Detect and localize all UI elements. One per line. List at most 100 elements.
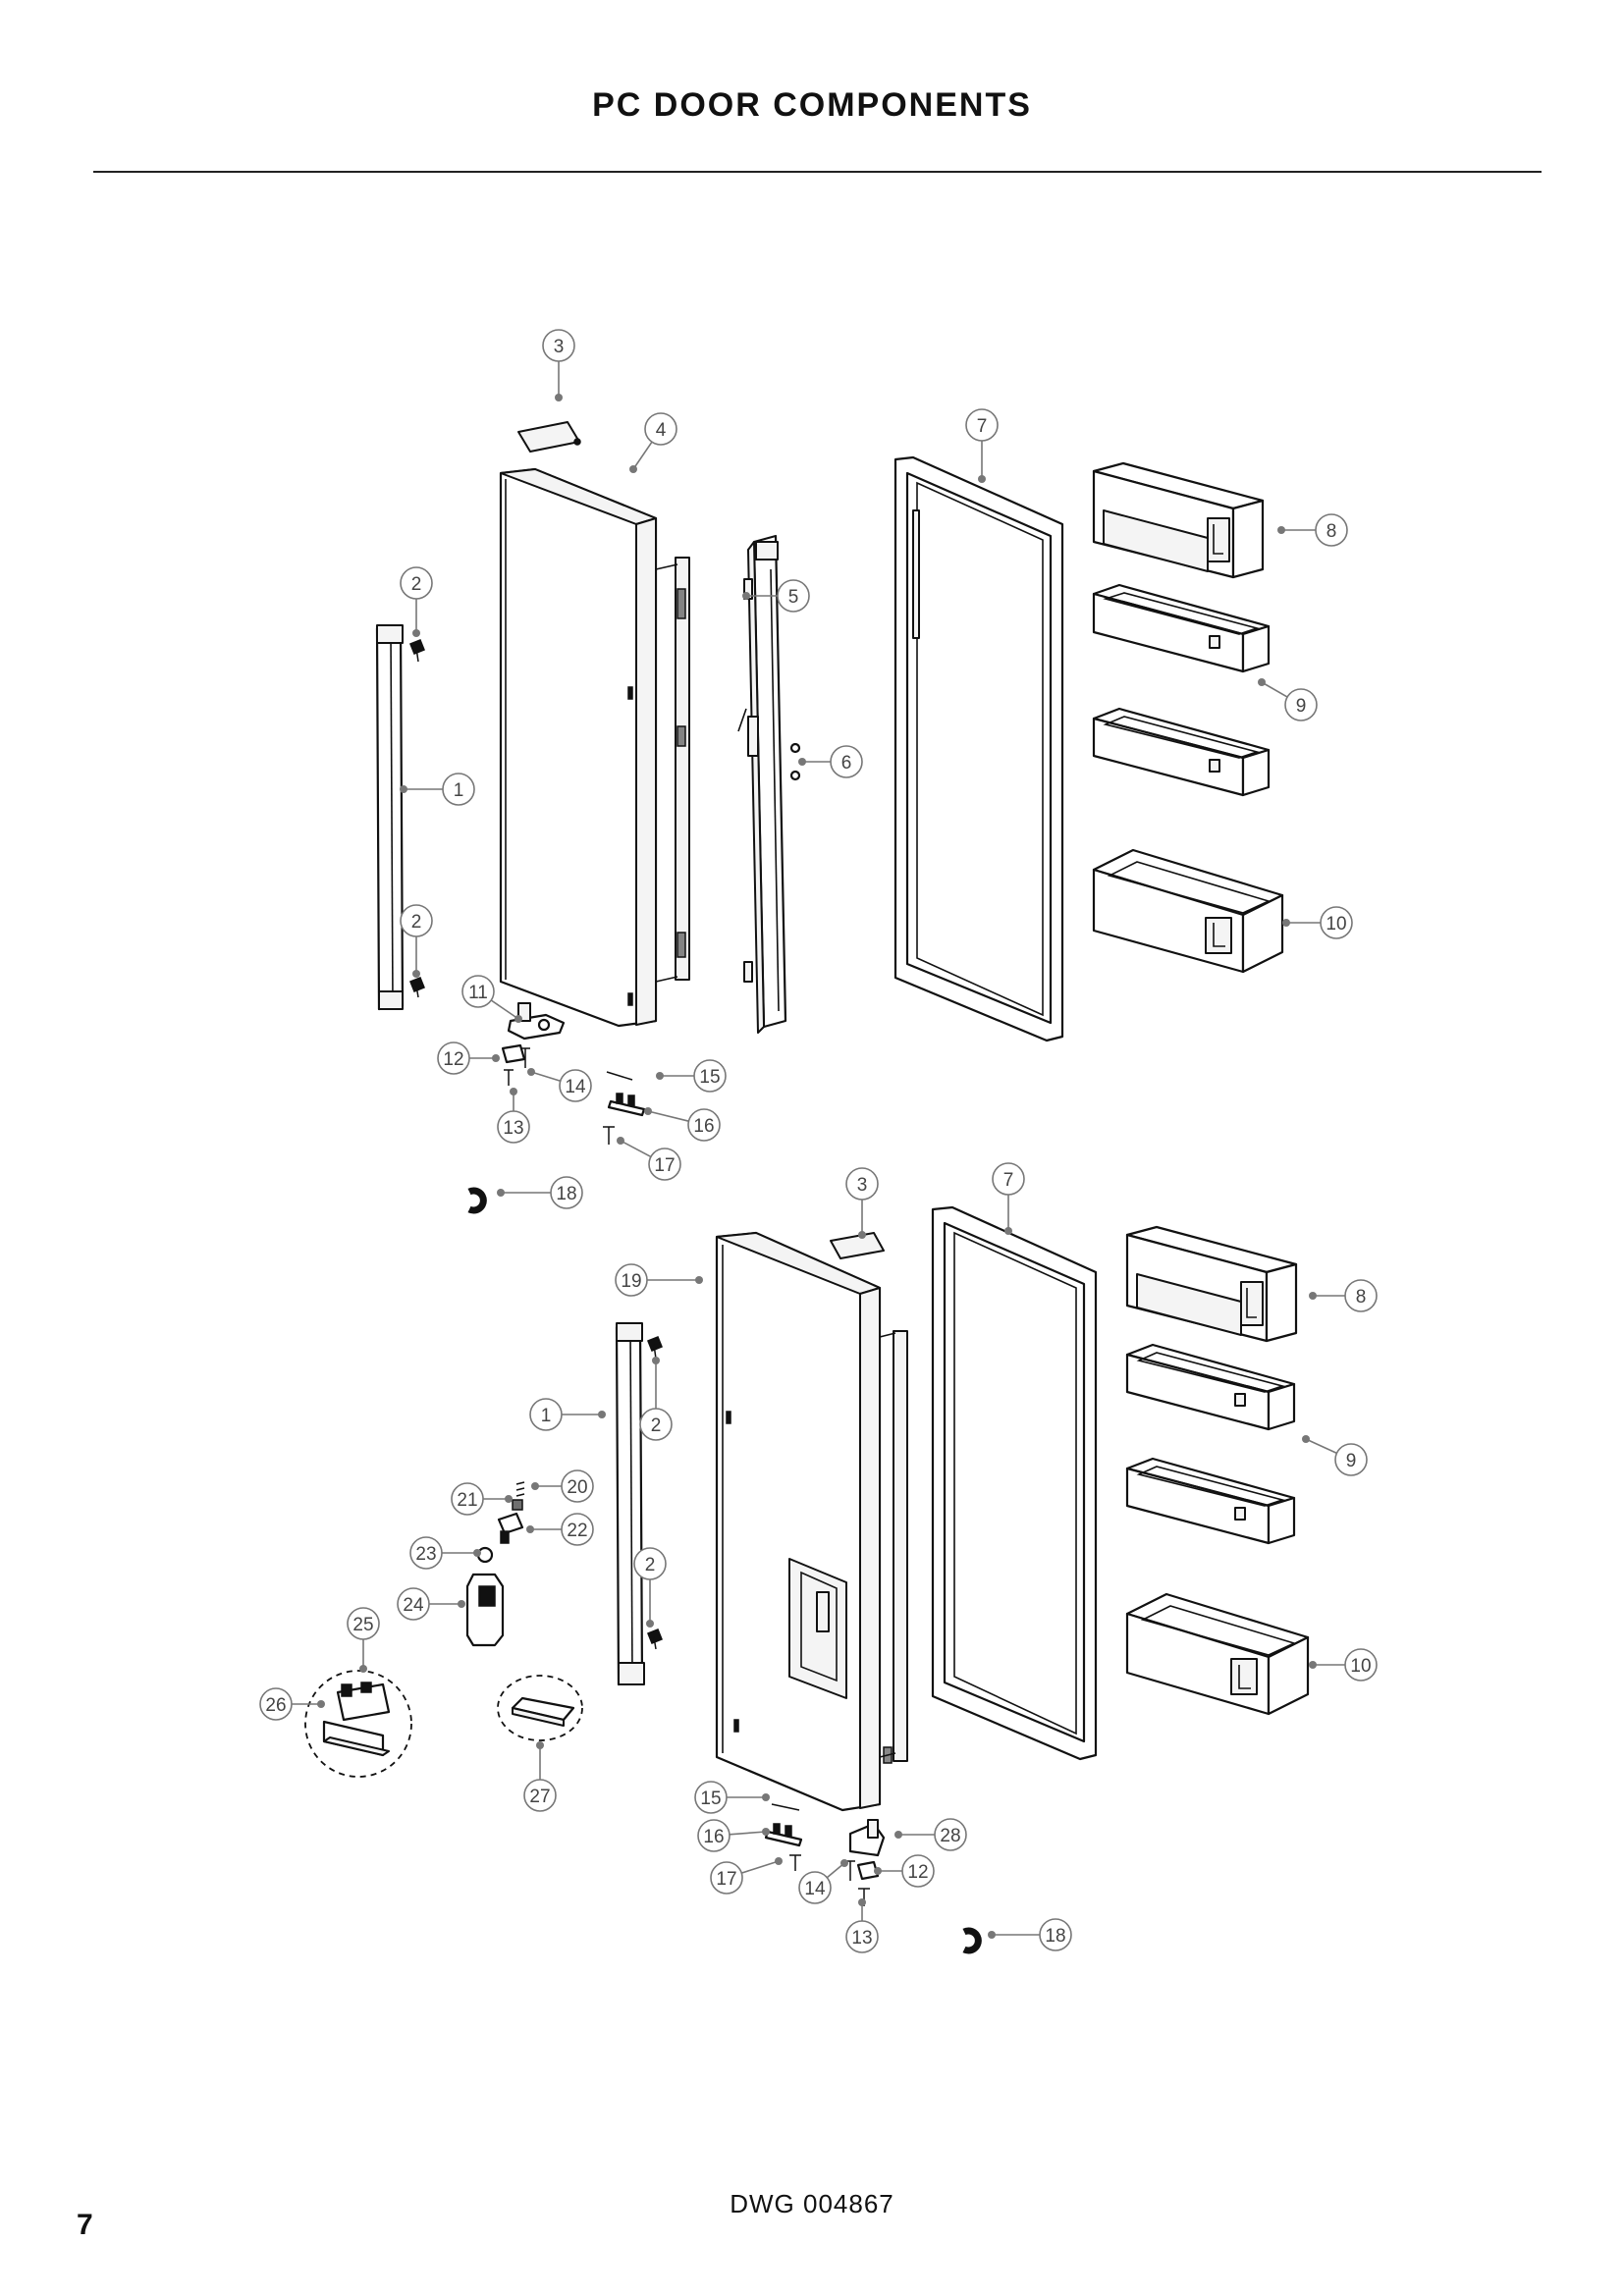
top-door-gasket-drawing: [893, 455, 1064, 1042]
top-trim-screws-drawing: [789, 742, 801, 781]
callout-top-dairy-bin: 8: [1277, 513, 1348, 547]
callout-dispenser-cap: 23: [409, 1536, 481, 1570]
callout-dot: [762, 1793, 770, 1801]
callout-circle: [400, 566, 433, 600]
callout-circle: [561, 1513, 594, 1546]
callout-number: 2: [411, 912, 422, 933]
callout-bottom-closer-screw: 17: [710, 1857, 783, 1895]
callout-number: 8: [1326, 521, 1337, 542]
top-door-side-trim-drawing: [737, 534, 787, 1034]
callout-dot: [492, 1054, 500, 1062]
top-door-cap-drawing: [517, 421, 581, 453]
callout-leader: [632, 441, 653, 470]
callout-number: 25: [352, 1615, 373, 1635]
bottom-hinge-hardware-drawing: [764, 1803, 886, 1906]
callout-circle: [693, 1059, 727, 1093]
callout-circle: [992, 1162, 1025, 1196]
callout-circle: [347, 1607, 380, 1640]
callout-number: 15: [699, 1067, 720, 1088]
bottom-door-cap-drawing: [830, 1232, 885, 1259]
callout-number: 21: [457, 1490, 477, 1511]
callout-circle: [648, 1148, 681, 1181]
callout-top-door-panel: 4: [629, 412, 677, 473]
callout-number: 9: [1296, 696, 1307, 717]
callout-number: 19: [621, 1271, 641, 1292]
callout-number: 28: [940, 1826, 960, 1846]
callout-dot: [531, 1482, 539, 1490]
callout-dot: [1004, 1227, 1012, 1235]
callout-circle: [559, 1069, 592, 1102]
callout-bottom-clip: 18: [988, 1918, 1072, 1951]
callout-number: 27: [529, 1787, 550, 1807]
callout-number: 12: [443, 1049, 463, 1070]
drip-tray-drawing: [497, 1675, 583, 1741]
title-rule: [93, 171, 1542, 173]
callout-dot: [646, 1620, 654, 1628]
callout-number: 24: [403, 1595, 424, 1616]
callout-bottom-handle-upper-screw: 2: [639, 1357, 673, 1441]
callout-number: 2: [411, 574, 422, 595]
callout-dot: [742, 592, 750, 600]
callout-circle: [1344, 1648, 1378, 1682]
callout-dispenser-switch: 22: [526, 1513, 594, 1546]
callout-dot: [514, 1015, 522, 1023]
callout-top-handle-upper-screw: 2: [400, 566, 433, 637]
callout-number: 18: [556, 1184, 576, 1204]
callout-circle: [542, 329, 575, 362]
callout-dot: [762, 1828, 770, 1836]
callout-number: 1: [541, 1406, 552, 1426]
callout-circle: [639, 1408, 673, 1441]
callout-number: 3: [554, 337, 565, 357]
callout-circle: [1039, 1918, 1072, 1951]
top-handle-drawing: [375, 623, 425, 1011]
callout-circle: [710, 1861, 743, 1895]
callout-dot: [775, 1857, 783, 1865]
top-hinge-hardware-drawing: [501, 1002, 646, 1145]
callout-circle: [497, 1110, 530, 1144]
callout-drip-tray: 27: [523, 1741, 557, 1812]
callout-bottom-door-gasket: 7: [992, 1162, 1025, 1235]
callout-circle: [529, 1398, 563, 1431]
bottom-handle-drawing: [615, 1321, 663, 1686]
callout-bottom-door-shelves: 9: [1302, 1435, 1368, 1476]
callout-top-hinge-bracket: 12: [437, 1041, 500, 1075]
callout-circle: [687, 1108, 721, 1142]
callout-top-door-side-trim: 5: [742, 579, 810, 613]
bottom-door-panel-drawing: [715, 1231, 908, 1812]
callout-number: 1: [454, 780, 464, 801]
callout-dot: [1258, 678, 1266, 686]
callout-top-door-bin: 10: [1282, 906, 1353, 939]
callout-circle: [934, 1818, 967, 1851]
callout-bottom-closer: 16: [697, 1819, 770, 1852]
callout-dot: [555, 394, 563, 401]
callout-dot: [1309, 1661, 1317, 1669]
callout-circle: [461, 975, 495, 1008]
top-dairy-bin-drawing: [1092, 461, 1265, 579]
callout-circle: [845, 1920, 879, 1953]
callout-number: 8: [1356, 1287, 1367, 1308]
callout-dot: [874, 1867, 882, 1875]
callout-dot: [359, 1665, 367, 1673]
callout-circle: [437, 1041, 470, 1075]
callout-circle: [400, 904, 433, 937]
callout-circle: [845, 1167, 879, 1201]
page-number: 7: [77, 2209, 93, 2241]
drawing-number: DWG 004867: [730, 2189, 894, 2218]
callout-number: 4: [656, 420, 667, 441]
callout-bottom-hinge-bracket: 12: [874, 1854, 935, 1888]
callout-dot: [656, 1072, 664, 1080]
callout-dot: [858, 1231, 866, 1239]
callout-leader: [620, 1140, 652, 1158]
dispenser-small-parts-drawing: [465, 1481, 525, 1647]
callout-number: 9: [1346, 1451, 1357, 1471]
callout-number: 6: [841, 753, 852, 774]
callout-number: 26: [265, 1695, 286, 1716]
callout-number: 7: [1003, 1170, 1014, 1191]
callout-top-trim-screws: 6: [798, 745, 863, 778]
bottom-dairy-bin-drawing: [1125, 1225, 1298, 1343]
callout-number: 20: [567, 1477, 587, 1498]
top-door-panel-drawing: [499, 467, 690, 1028]
callout-dispenser-spring: 20: [531, 1469, 594, 1503]
callout-circle: [550, 1176, 583, 1209]
